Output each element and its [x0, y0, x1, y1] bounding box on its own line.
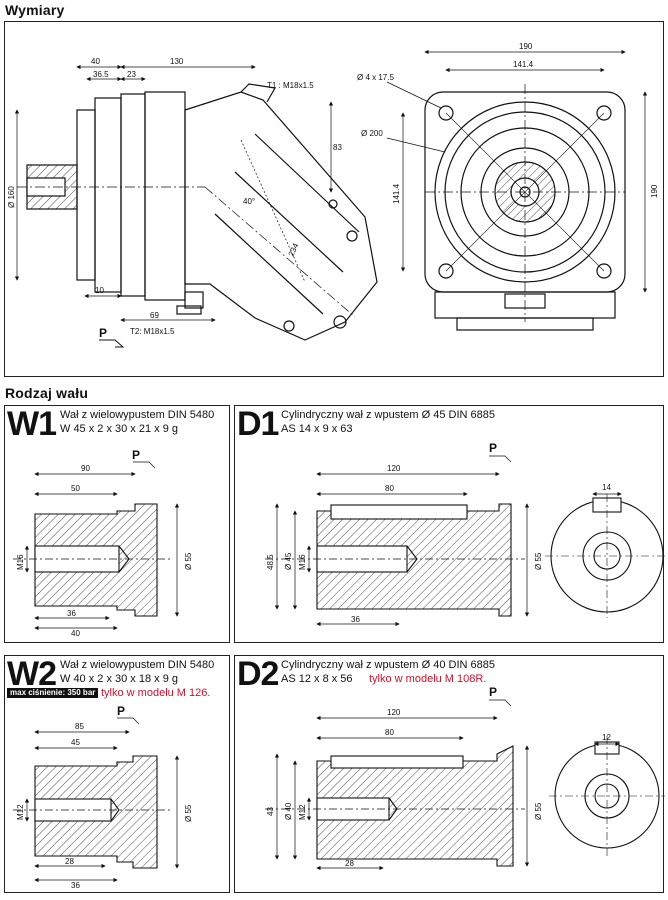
pressure-port-label: P: [132, 448, 140, 462]
dim-length-total: 85: [75, 722, 84, 731]
dim-shaft-diameter: Ø 40: [284, 802, 293, 820]
dim-28: 28: [345, 859, 354, 868]
dim-48-5: 48.5: [266, 554, 275, 570]
dim-36: 36: [71, 881, 80, 890]
dim-40: 40: [71, 629, 80, 638]
dim-190-width: 190: [519, 42, 533, 51]
mount-hole: [596, 105, 612, 121]
shaft-code: W2: [7, 655, 57, 693]
dim-diameter: Ø 55: [184, 552, 193, 570]
dim-diameter: Ø 55: [534, 802, 543, 820]
pressure-port-label: P: [489, 441, 497, 455]
pressure-port-label: P: [99, 326, 107, 340]
angle-label: 40°: [243, 197, 255, 206]
shaft-code: D2: [237, 655, 279, 693]
pressure-port-label: P: [117, 704, 125, 718]
port-t2-label: T2: M18x1.5: [130, 327, 175, 336]
mount-hole: [438, 263, 454, 279]
dim-thread: M12: [16, 804, 25, 820]
dim-130: 130: [170, 57, 184, 66]
dim-length-spline: 45: [71, 738, 80, 747]
pressure-port-label: P: [489, 685, 497, 699]
dim-28: 28: [65, 857, 74, 866]
dim-141-4-width: 141.4: [513, 60, 534, 69]
dim-83: 83: [333, 143, 342, 152]
max-pressure-badge: max ciśnienie: 350 bar: [7, 688, 99, 698]
shaft-description-line2: W 45 x 2 x 30 x 21 x 9 g: [60, 423, 179, 435]
dim-length-spline: 50: [71, 484, 80, 493]
key-width-label: 14: [602, 483, 611, 492]
dim-length-key: 80: [385, 728, 394, 737]
shaft-drawing-w1: 90 50 M16 Ø 55 36 40 P: [13, 448, 193, 638]
shaft-panel-w1: W1 Wał z wielowypustem DIN 5480 W 45 x 2…: [4, 405, 230, 643]
mounting-flange: [76, 109, 96, 281]
dim-40: 40: [91, 57, 100, 66]
port-t1-label: T1 : M18x1.5: [267, 81, 314, 90]
dim-36: 36: [67, 609, 76, 618]
model-note: tylko w modelu M 126.: [101, 687, 211, 699]
shaft-end-view: [545, 491, 665, 618]
shaft-description-line1: Cylindryczny wał z wpustem Ø 45 DIN 6885: [281, 409, 495, 421]
dimension-drawing-panel: 40 36.5 23 130 T1 : M18x1.5 83 40° Ø 160…: [4, 21, 664, 377]
section-title-shaft-type: Rodzaj wału: [5, 385, 89, 401]
shaft-diameter-label: Ø 160: [7, 186, 16, 208]
shaft-panel-d1: D1 Cylindryczny wał z wpustem Ø 45 DIN 6…: [234, 405, 665, 643]
shaft-drawing-w2: 85 45 M12 Ø 55 28 36 P: [13, 704, 193, 890]
mount-hole: [596, 263, 612, 279]
shaft-code: D1: [237, 405, 279, 443]
pump-housing: [184, 91, 378, 341]
dim-thread: M16: [16, 554, 25, 570]
dim-190-height: 190: [650, 184, 659, 198]
shaft-panel-d2: D2 Cylindryczny wał z wpustem Ø 40 DIN 6…: [234, 655, 665, 893]
side-view-labels: 40 36.5 23 130 T1 : M18x1.5 83 40° Ø 160…: [7, 57, 342, 340]
shaft-description-line2: AS 12 x 8 x 56: [281, 673, 353, 685]
dim-diameter: Ø 55: [534, 552, 543, 570]
shaft-drawing-d2: 120 80 43 Ø 40 M12 Ø 55 28 P 12: [265, 685, 665, 871]
front-view: [424, 84, 626, 331]
dim-234: 234: [287, 241, 301, 257]
dim-shaft-diameter: Ø 45: [284, 552, 293, 570]
dim-diameter: Ø 55: [184, 804, 193, 822]
dim-36-5: 36.5: [93, 70, 109, 79]
shaft-description-line2: W 40 x 2 x 30 x 18 x 9 g: [60, 673, 179, 685]
holes-label: Ø 4 x 17.5: [357, 73, 394, 82]
shaft-code: W1: [7, 405, 57, 443]
shaft-description-line2: AS 14 x 9 x 63: [281, 423, 353, 435]
dim-length-total: 90: [81, 464, 90, 473]
dim-23: 23: [127, 70, 136, 79]
dim-36: 36: [351, 615, 360, 624]
dim-10: 10: [95, 286, 104, 295]
flange-body: [94, 97, 122, 293]
key-width-label: 12: [602, 733, 611, 742]
shaft-drawing-d1: 120 80 48.5 Ø 45 M16 Ø 55 36 P 14: [265, 441, 665, 627]
dim-43: 43: [266, 807, 275, 816]
section-title-dimensions: Wymiary: [5, 2, 65, 18]
side-view: [17, 83, 378, 341]
mount-hole: [438, 105, 454, 121]
shaft-description-line1: Wał z wielowypustem DIN 5480: [60, 659, 215, 671]
shaft-panel-w2: W2 Wał z wielowypustem DIN 5480 W 40 x 2…: [4, 655, 230, 893]
front-view-labels: 190 141.4 Ø 4 x 17.5 Ø 200 141.4 190: [357, 42, 659, 204]
dim-thread: M16: [298, 554, 307, 570]
dim-200: Ø 200: [361, 129, 383, 138]
shaft-description-line1: Wał z wielowypustem DIN 5480: [60, 409, 215, 421]
dim-length-key: 80: [385, 484, 394, 493]
model-note: tylko w modelu M 108R.: [369, 673, 487, 685]
dimension-drawing: 40 36.5 23 130 T1 : M18x1.5 83 40° Ø 160…: [7, 42, 659, 348]
dim-69: 69: [150, 311, 159, 320]
dim-length-total: 120: [387, 464, 401, 473]
shaft-description-line1: Cylindryczny wał z wpustem Ø 40 DIN 6885: [281, 659, 495, 671]
dim-thread: M12: [298, 804, 307, 820]
shaft-end-view: [549, 736, 665, 856]
dim-length-total: 120: [387, 708, 401, 717]
dim-141-4-height: 141.4: [392, 183, 401, 204]
